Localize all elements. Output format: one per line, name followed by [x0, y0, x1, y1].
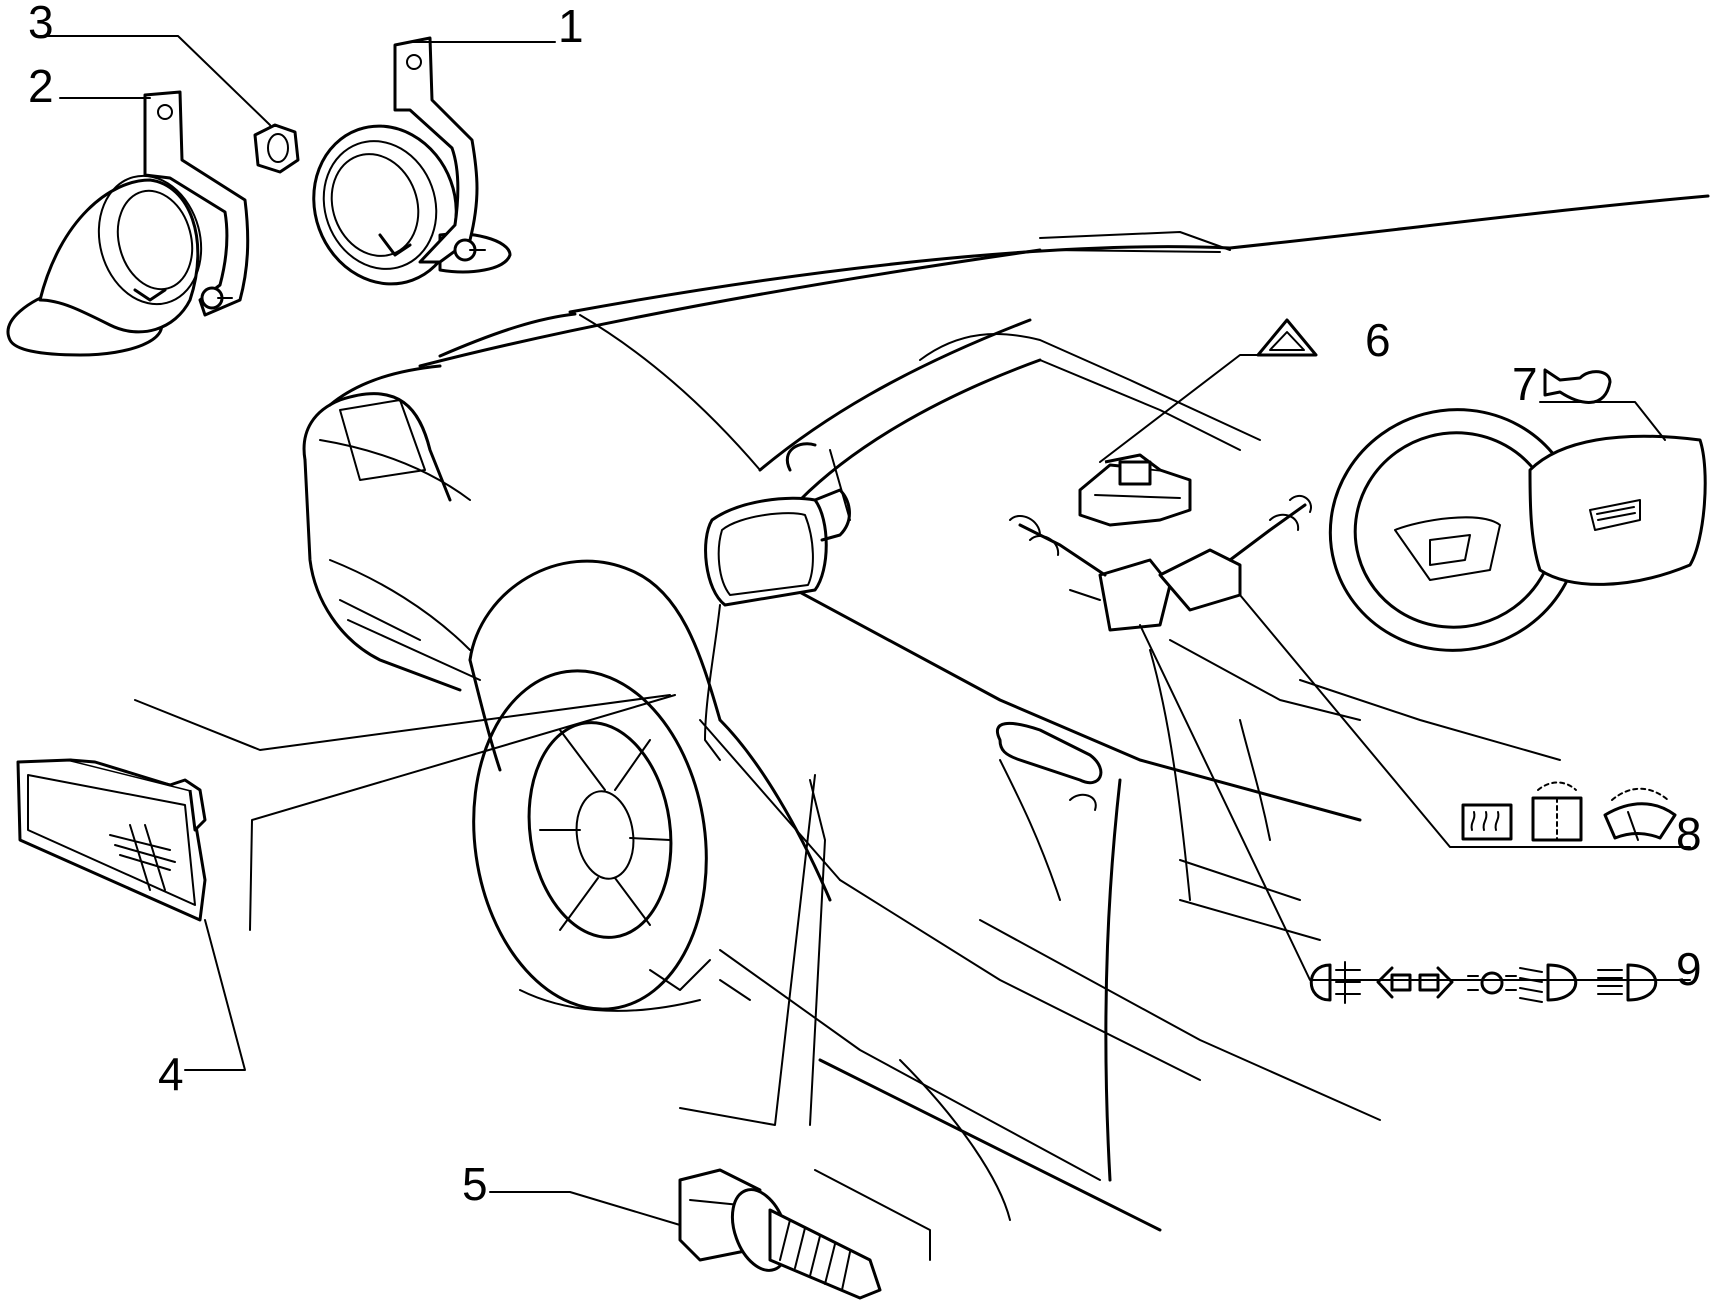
- horn-part-1: [312, 36, 512, 286]
- callout-6: 6: [1365, 314, 1391, 366]
- leader-lines: [39, 35, 1691, 1261]
- front-wiper-washer-icon: [1603, 787, 1677, 841]
- callout-8: 8: [1676, 808, 1702, 860]
- rear-wiper-washer-icon: [1531, 781, 1583, 842]
- car-body-outline: [302, 194, 1710, 1232]
- rear-window-defrost-icon: [1461, 803, 1513, 841]
- left-turn-signal-icon: [1376, 966, 1412, 999]
- callout-7: 7: [1512, 358, 1538, 410]
- dipped-beam-icon: [1519, 963, 1578, 1003]
- horn-icon: [1543, 368, 1612, 404]
- callout-9: 9: [1676, 943, 1702, 995]
- side-lights-icon: [1467, 971, 1517, 995]
- callout-1: 1: [558, 0, 584, 52]
- horn-part-2: [6, 90, 250, 357]
- main-beam-icon: [1597, 963, 1658, 1002]
- hazard-warning-triangle-icon: [1256, 318, 1318, 357]
- callout-2: 2: [28, 60, 54, 112]
- callout-5: 5: [462, 1158, 488, 1210]
- rear-fog-light-icon: [1309, 961, 1361, 1004]
- callout-4: 4: [158, 1048, 184, 1100]
- stalk-switch-assembly: [1009, 494, 1312, 632]
- side-repeater-part-4: [16, 758, 207, 922]
- switch-part-5: [678, 1168, 882, 1300]
- steering-wheel-part-7: [1328, 408, 1707, 652]
- hazard-switch-part-6: [1078, 453, 1192, 527]
- right-turn-signal-icon: [1418, 966, 1454, 999]
- callout-numbers: 1 2 3 4 5 6 7 8 9: [28, 0, 1702, 1210]
- callout-3: 3: [28, 0, 54, 48]
- nut-part-3: [253, 123, 300, 174]
- wing-mirror: [704, 442, 851, 761]
